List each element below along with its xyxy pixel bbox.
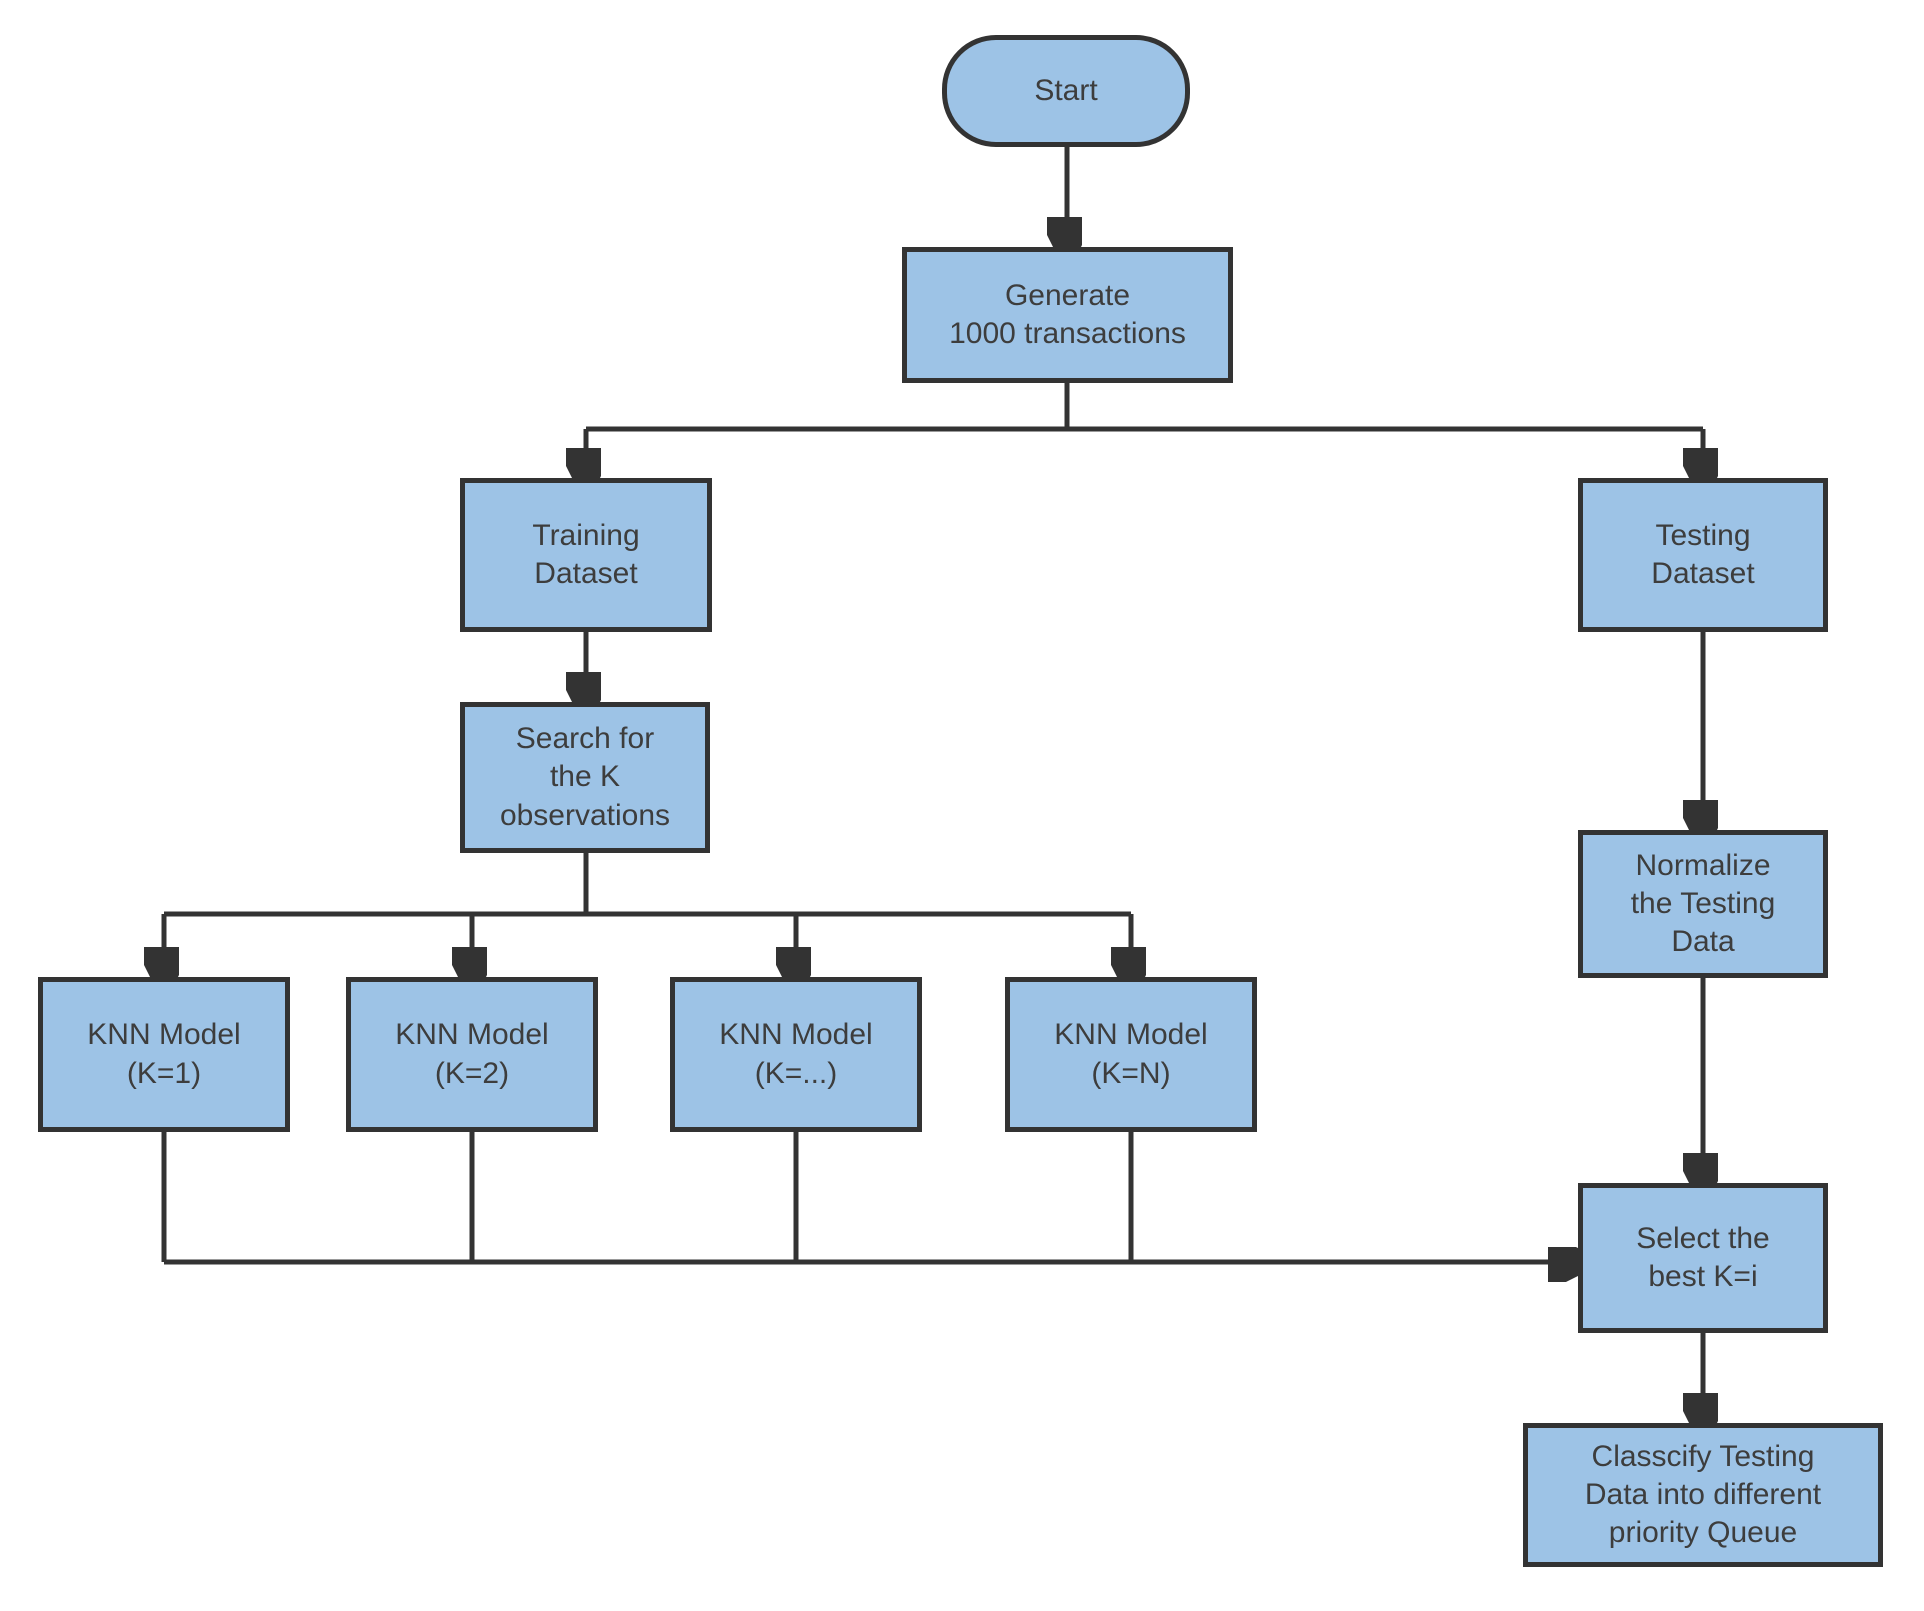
node-knn-model-kn: KNN Model (K=N) [1005,977,1257,1132]
node-knn-model-k2: KNN Model (K=2) [346,977,598,1132]
node-classify-priority-queue: Classcify Testing Data into different pr… [1523,1423,1883,1567]
node-search-k-observations-label: Search for the K observations [499,722,671,832]
node-select-best-k: Select the best K=i [1578,1183,1828,1333]
node-knn-model-kn-label: KNN Model (K=N) [1054,1018,1208,1090]
node-knn-model-kdots-label: KNN Model (K=...) [719,1018,873,1090]
node-search-k-observations: Search for the K observations [460,702,710,853]
node-testing-dataset: Testing Dataset [1578,478,1828,632]
node-knn-model-k1-label: KNN Model (K=1) [87,1018,241,1090]
node-normalize-testing-data: Normalize the Testing Data [1578,830,1828,978]
node-knn-model-k1: KNN Model (K=1) [38,977,290,1132]
node-start: Start [942,35,1190,147]
node-generate-transactions: Generate 1000 transactions [902,247,1233,383]
node-testing-dataset-label: Testing Dataset [1651,518,1755,590]
node-select-best-k-label: Select the best K=i [1636,1221,1770,1293]
node-training-dataset: Training Dataset [460,478,712,632]
node-normalize-testing-data-label: Normalize the Testing Data [1630,848,1776,959]
node-knn-model-kdots: KNN Model (K=...) [670,977,922,1132]
node-start-label: Start [1034,73,1098,107]
node-training-dataset-label: Training Dataset [532,518,640,590]
node-knn-model-k2-label: KNN Model (K=2) [395,1018,549,1090]
node-classify-priority-queue-label: Classcify Testing Data into different pr… [1584,1439,1822,1550]
node-generate-transactions-label: Generate 1000 transactions [949,278,1186,350]
